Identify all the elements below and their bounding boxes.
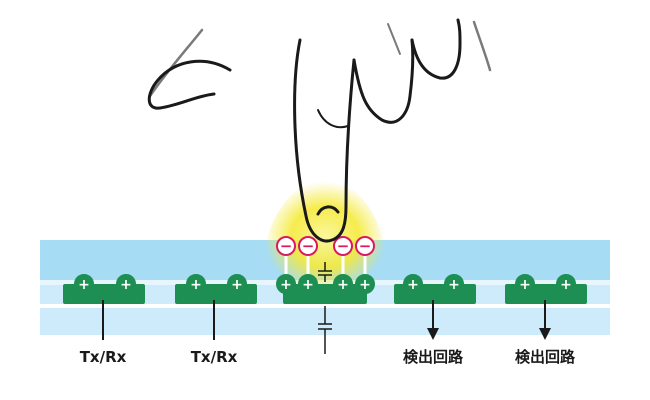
positive-charge-sign: + bbox=[231, 277, 243, 293]
capacitor-icon bbox=[318, 262, 332, 282]
positive-charge: + bbox=[355, 274, 375, 294]
negative-charge: − bbox=[276, 236, 296, 256]
label-tx-rx-1: Tx/Rx bbox=[80, 348, 127, 366]
positive-charge: + bbox=[515, 274, 535, 294]
negative-charge: − bbox=[298, 236, 318, 256]
positive-charge-sign: + bbox=[560, 277, 572, 293]
electrode-pad-3 bbox=[283, 284, 367, 304]
hand-pointing-down-icon bbox=[147, 18, 492, 243]
positive-charge: + bbox=[333, 274, 353, 294]
arrow-down-icon bbox=[539, 300, 551, 340]
label-detection-circuit-1: 検出回路 bbox=[403, 348, 464, 366]
capacitor-icon bbox=[318, 306, 332, 354]
positive-charge-sign: + bbox=[302, 277, 314, 293]
positive-charge-sign: + bbox=[337, 277, 349, 293]
label-tx-rx-2: Tx/Rx bbox=[191, 348, 238, 366]
positive-charge: + bbox=[227, 274, 247, 294]
positive-charge: + bbox=[186, 274, 206, 294]
positive-charge-sign: + bbox=[190, 277, 202, 293]
positive-charge-sign: + bbox=[280, 277, 292, 293]
electrode-row: + + + + + + + + bbox=[63, 274, 587, 304]
positive-charge: + bbox=[556, 274, 576, 294]
charge-cluster: − + − + − + − + bbox=[276, 236, 375, 294]
positive-charge: + bbox=[116, 274, 136, 294]
negative-charge-sign: − bbox=[302, 237, 315, 255]
positive-charge-sign: + bbox=[407, 277, 419, 293]
negative-charge-sign: − bbox=[359, 237, 372, 255]
positive-charge-sign: + bbox=[120, 277, 132, 293]
positive-charge: + bbox=[276, 274, 296, 294]
negative-charge: − bbox=[333, 236, 353, 256]
touch-glow bbox=[263, 176, 387, 287]
arrow-down-icon bbox=[427, 300, 439, 340]
positive-charge: + bbox=[74, 274, 94, 294]
positive-charge: + bbox=[444, 274, 464, 294]
label-detection-circuit-2: 検出回路 bbox=[515, 348, 576, 366]
positive-charge: + bbox=[403, 274, 423, 294]
positive-charge-sign: + bbox=[448, 277, 460, 293]
positive-charge-sign: + bbox=[78, 277, 90, 293]
negative-charge-sign: − bbox=[280, 237, 293, 255]
positive-charge-sign: + bbox=[359, 277, 371, 293]
positive-charge-sign: + bbox=[519, 277, 531, 293]
positive-charge: + bbox=[298, 274, 318, 294]
negative-charge-sign: − bbox=[337, 237, 350, 255]
negative-charge: − bbox=[355, 236, 375, 256]
